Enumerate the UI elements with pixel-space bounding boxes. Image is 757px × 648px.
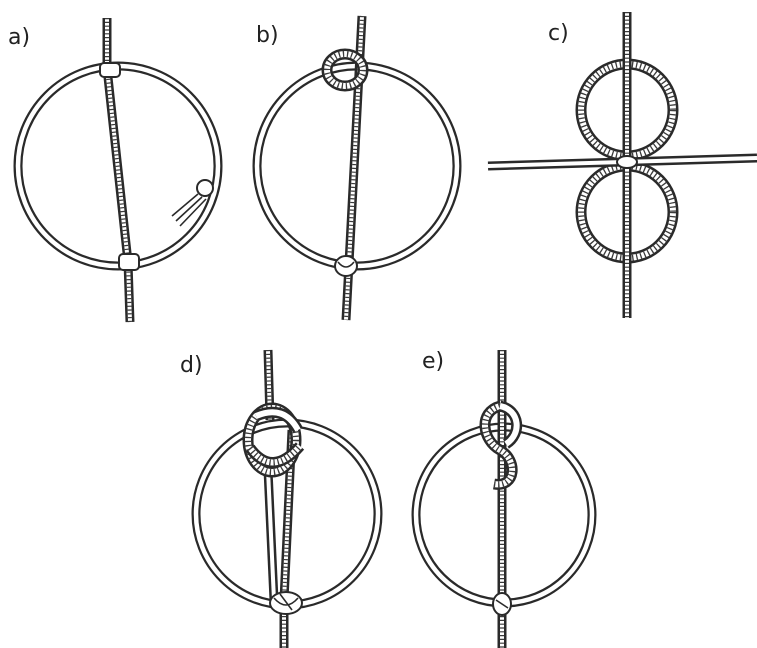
panel-label-c: c) (548, 21, 569, 46)
rope-band-a-top (100, 63, 120, 77)
rope-band-a-bottom (119, 254, 139, 270)
crossing-c (617, 156, 637, 168)
panel-c: c) (488, 12, 757, 318)
panel-label-e: e) (422, 349, 444, 374)
knot-b-bottom (335, 256, 357, 276)
panel-d: d) (180, 350, 378, 648)
knot-e-bottom (493, 593, 511, 615)
panel-label-b: b) (256, 23, 279, 48)
panel-label-a: a) (8, 25, 30, 50)
panel-label-d: d) (180, 353, 203, 378)
panel-a: a) (8, 18, 218, 322)
knot-d-bottom (270, 592, 302, 614)
panel-e: e) (416, 349, 592, 648)
panel-b: b) (256, 16, 457, 320)
bowline-knot-d (248, 408, 300, 472)
